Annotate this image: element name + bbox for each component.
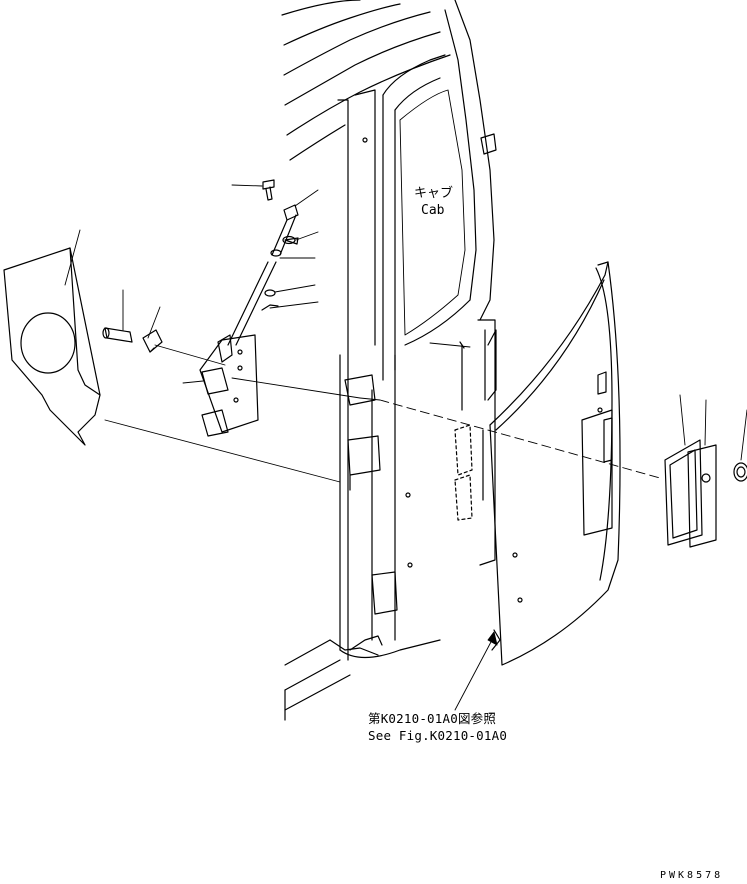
leader-lines	[64, 184, 747, 711]
cab-label-jp: キャブ	[414, 186, 454, 201]
lock-pin	[102, 327, 163, 353]
floor-plate	[3, 247, 101, 446]
cab-label-en: Cab	[421, 203, 445, 218]
stay-bracket	[199, 179, 299, 437]
figure-reference-jp: 第K0210-01A0図参照	[368, 711, 497, 726]
side-plates	[664, 439, 747, 548]
cab-frame	[281, 0, 497, 721]
drawing-number: PWK8578	[660, 870, 724, 881]
figure-reference-en: See Fig.K0210-01A0	[368, 728, 508, 743]
door	[454, 261, 621, 666]
